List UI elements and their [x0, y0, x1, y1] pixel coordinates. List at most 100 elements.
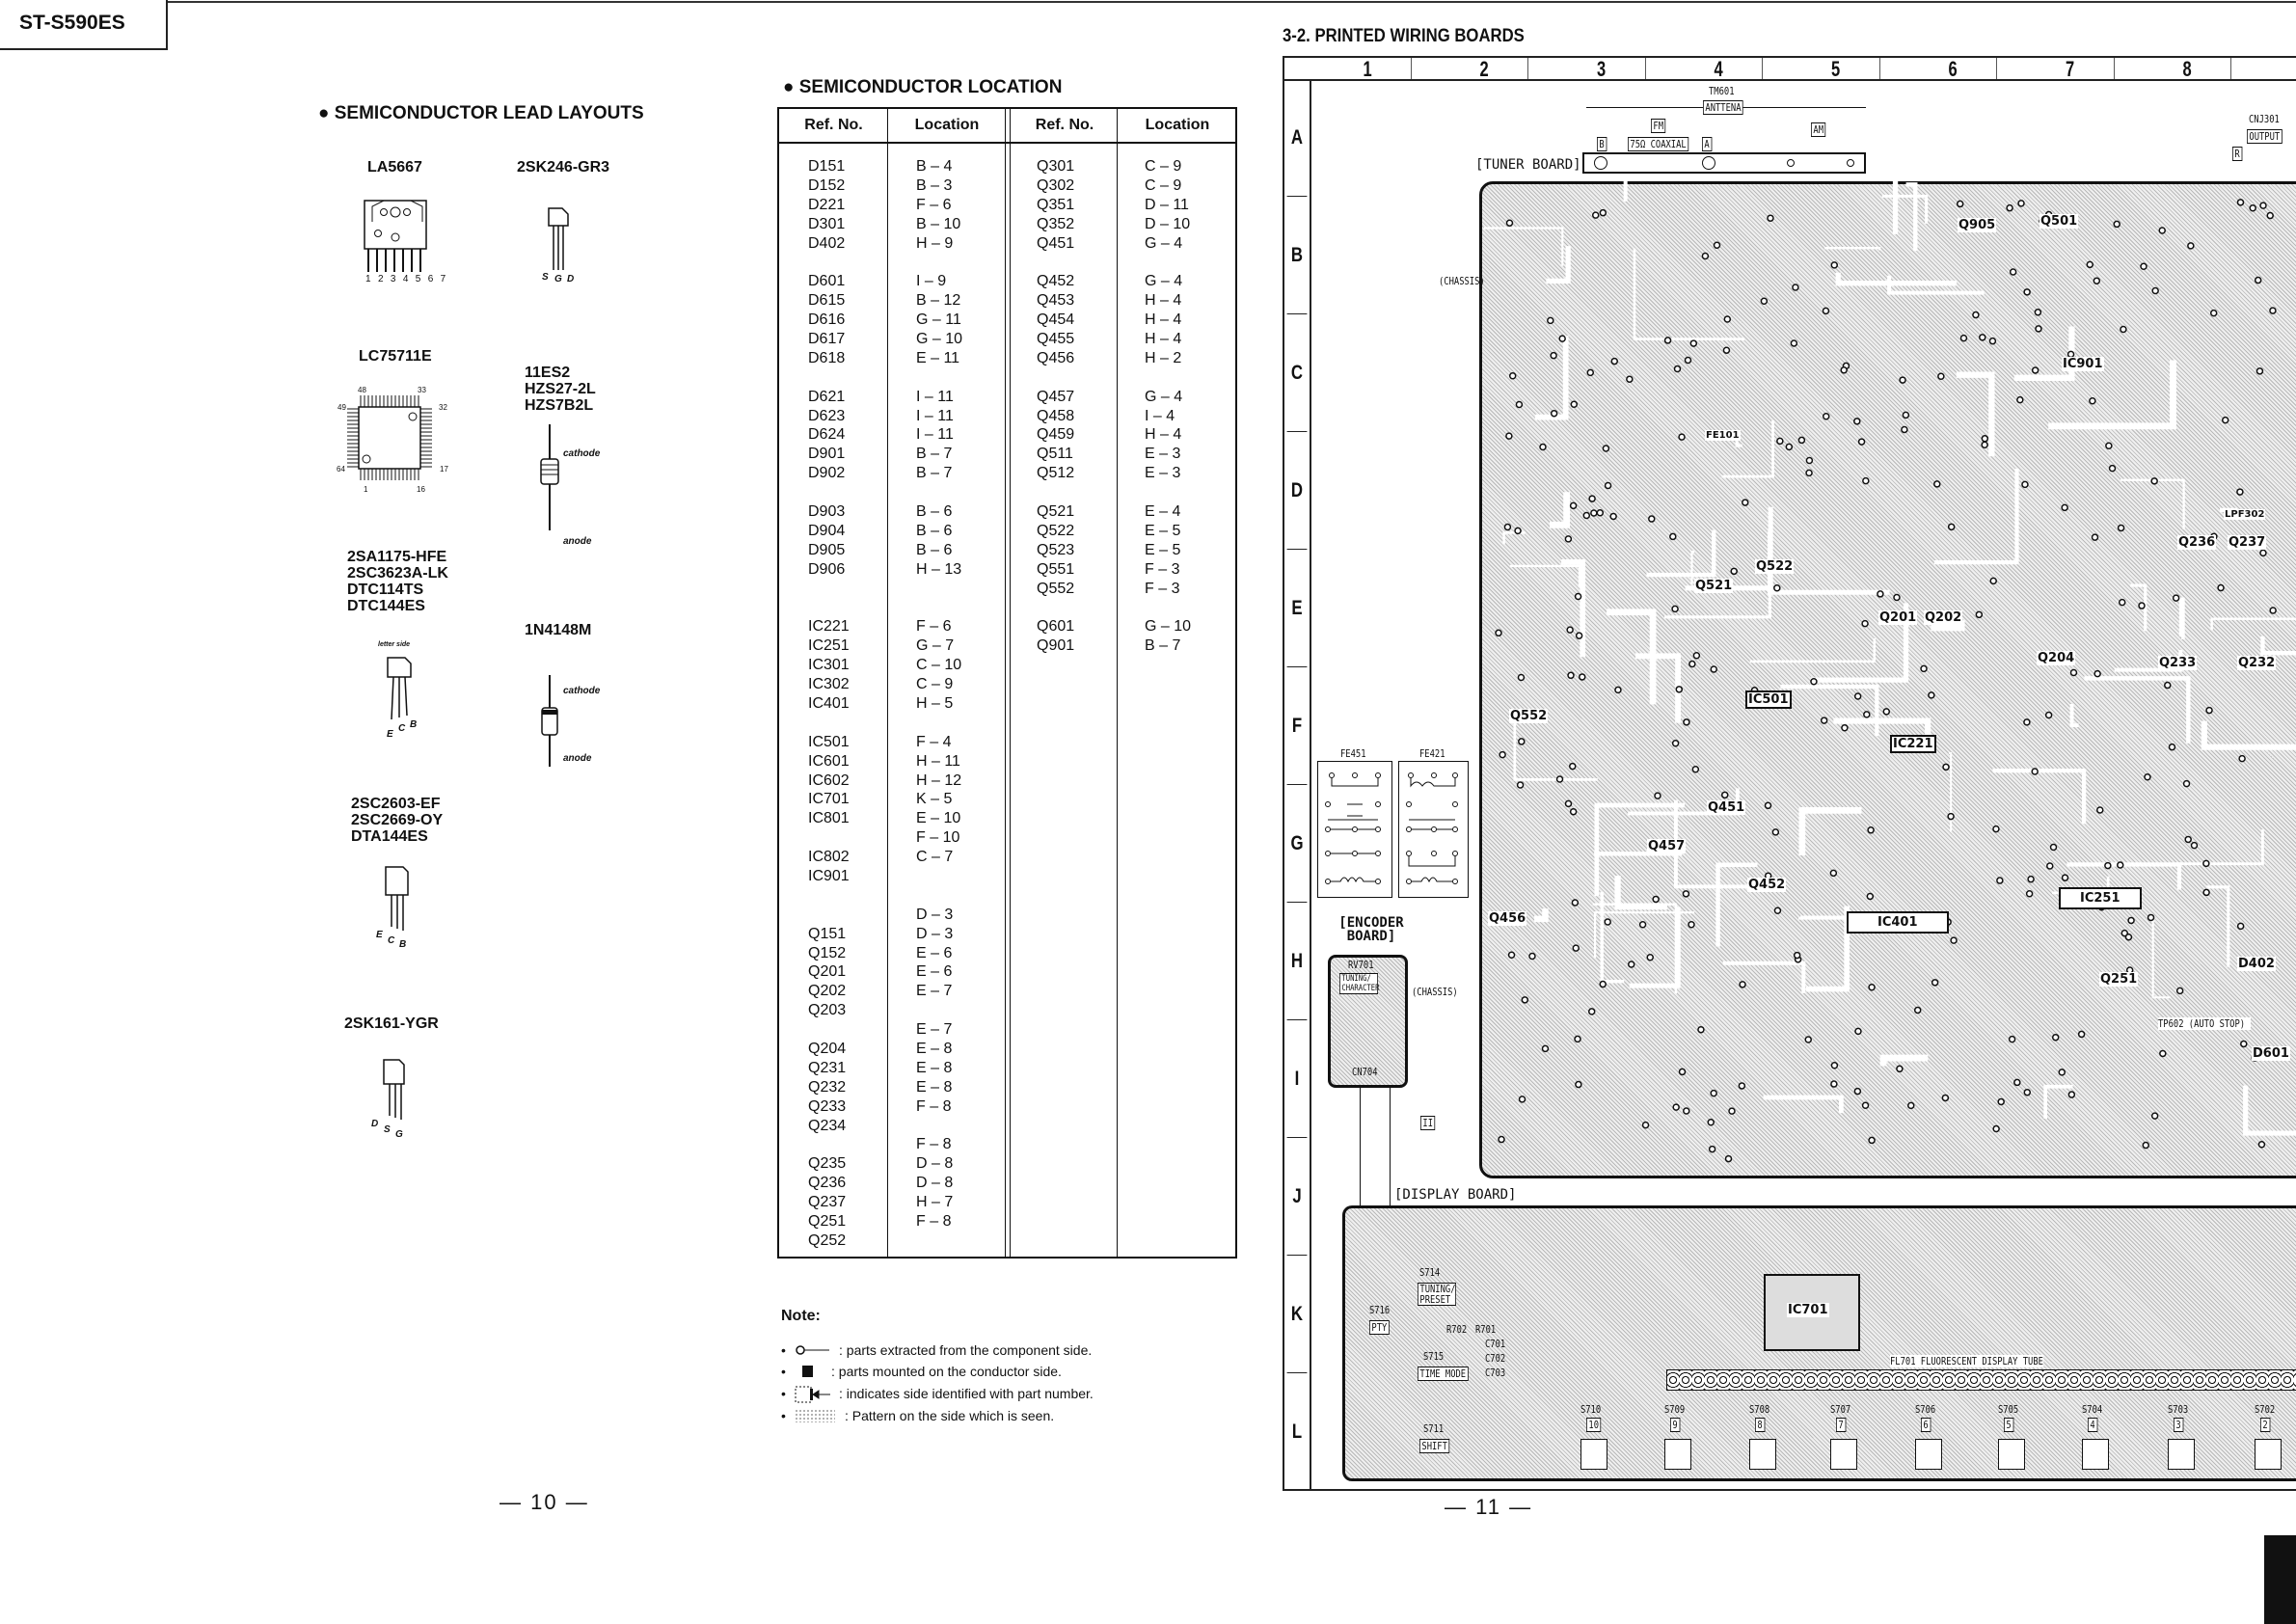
- blank-row: [808, 886, 850, 906]
- switch-ref: S706: [1915, 1403, 1936, 1416]
- location-cell: F – 8: [916, 1136, 952, 1153]
- q204-label: Q204: [2037, 651, 2076, 665]
- solder-pad: [1724, 1154, 1733, 1163]
- solder-pad: [1682, 890, 1690, 898]
- solder-pad: [2238, 754, 2246, 763]
- switch-number: 7: [1836, 1418, 1847, 1432]
- ref-no-cell: D903: [808, 503, 846, 521]
- tuner-board-strip: [1582, 152, 1866, 174]
- r701-label: R701: [1475, 1323, 1497, 1336]
- page-number-right: — 11 —: [1445, 1495, 1533, 1519]
- ref-no-cell: Q236: [808, 1175, 847, 1192]
- fm-label: FM: [1651, 119, 1666, 133]
- blank-row: [916, 714, 962, 733]
- location-cell: D – 11: [1145, 196, 1189, 213]
- chassis-label-encoder: (CHASSIS): [1412, 986, 1458, 998]
- solder-pad: [1590, 509, 1598, 517]
- ref-no-cell: D901: [808, 446, 846, 463]
- c701-label: C701: [1485, 1338, 1506, 1350]
- location-cell: E – 6: [916, 944, 953, 961]
- location-cell: E – 7: [916, 983, 953, 1000]
- part-lc75711e: LC75711E: [359, 348, 432, 365]
- copper-trace: [1992, 768, 2087, 825]
- transistor-a-pin-c: C: [398, 723, 406, 734]
- location-cell: H – 4: [1145, 331, 1182, 348]
- solder-pad: [2269, 307, 2277, 314]
- tact-switch-icon: [2168, 1439, 2195, 1470]
- location-cell: E – 3: [1145, 446, 1181, 463]
- solder-pad: [1609, 512, 1617, 521]
- pty-label: PTY: [1369, 1320, 1390, 1335]
- ref-no-cell: D902: [808, 465, 846, 482]
- solder-pad: [2240, 1040, 2248, 1048]
- solder-pad: [1997, 1097, 2005, 1106]
- solder-pad: [1841, 723, 1849, 732]
- solder-pad: [1861, 619, 1869, 628]
- qfp-pin-32: 32: [439, 403, 447, 412]
- top-rule: [168, 1, 2296, 3]
- solder-pad: [2202, 859, 2210, 868]
- copper-trace: [1614, 876, 1667, 910]
- solder-pad: [2127, 916, 2135, 925]
- part-1n4148m: 1N4148M: [525, 622, 592, 638]
- blank-row: [916, 598, 962, 617]
- solder-pad: [1564, 799, 1573, 808]
- solder-pad: [1652, 895, 1660, 904]
- tuner-board-label: [TUNER BOARD]: [1475, 157, 1581, 173]
- solder-pad: [2168, 743, 2176, 751]
- solder-pad: [2025, 890, 2034, 898]
- solder-pad: [2142, 1141, 2149, 1150]
- solder-pad: [1867, 826, 1875, 834]
- 2sk161-package-icon: [383, 1059, 405, 1120]
- q237-label: Q237: [2228, 535, 2267, 550]
- open-circle-lead-icon: [796, 1345, 829, 1355]
- switch-number: 9: [1670, 1418, 1681, 1432]
- location-cell: H – 13: [916, 560, 962, 578]
- part-la5667: LA5667: [367, 159, 422, 176]
- page-number-left: — 10 —: [500, 1490, 589, 1514]
- ref-no-cell: D618: [808, 349, 846, 366]
- location-cell: F – 10: [916, 829, 960, 847]
- location-cell: C – 9: [1145, 176, 1182, 194]
- copper-trace: [1810, 603, 1909, 683]
- solder-pad: [1610, 357, 1619, 365]
- la5667-package-icon: [364, 200, 427, 272]
- solder-pad: [2150, 477, 2158, 485]
- solder-pad: [1503, 523, 1512, 531]
- solder-pad: [2049, 843, 2058, 852]
- solder-pad: [2159, 1049, 2167, 1058]
- location-cell: B – 6: [916, 541, 953, 558]
- solder-pad: [1669, 532, 1677, 541]
- ref-no-cell: Q451: [1037, 234, 1075, 252]
- ref-no-cell: Q452: [1037, 273, 1075, 290]
- q521-label: Q521: [1694, 579, 1734, 593]
- ref-no-cell: IC802: [808, 849, 850, 866]
- ref-no-cell: Q203: [808, 1002, 847, 1019]
- solder-pad: [1683, 1107, 1690, 1115]
- solder-pad: [1648, 515, 1656, 523]
- copper-trace: [1534, 336, 1569, 420]
- ref-no-cell: D624: [808, 426, 846, 444]
- solder-pad: [2051, 1033, 2060, 1042]
- header-ref-no-right: Ref. No.: [1012, 109, 1118, 144]
- solder-pad: [1722, 346, 1731, 354]
- note-text: : parts mounted on the conductor side.: [831, 1364, 1062, 1379]
- solder-pad: [1505, 219, 1514, 227]
- blank-row: [1145, 598, 1191, 617]
- solder-pad: [1882, 708, 1891, 716]
- ref-no-cell: D221: [808, 196, 846, 213]
- location-cell: E – 11: [916, 349, 960, 366]
- grid-row-J: J: [1286, 1138, 1308, 1256]
- solder-pad: [1713, 241, 1721, 250]
- ref-no-cell: Q454: [1037, 311, 1075, 329]
- solder-pad: [1579, 673, 1586, 681]
- solder-pad: [1988, 337, 1997, 345]
- location-cell: E – 5: [1145, 541, 1181, 558]
- header-location-right: Location: [1118, 109, 1237, 144]
- solder-pad: [2187, 242, 2195, 250]
- zener-cathode-label: cathode: [563, 448, 601, 459]
- location-cell: G – 4: [1145, 388, 1183, 405]
- copper-trace: [1634, 653, 1682, 723]
- solder-pad: [1822, 307, 1830, 315]
- switch-ref: S709: [1664, 1403, 1686, 1416]
